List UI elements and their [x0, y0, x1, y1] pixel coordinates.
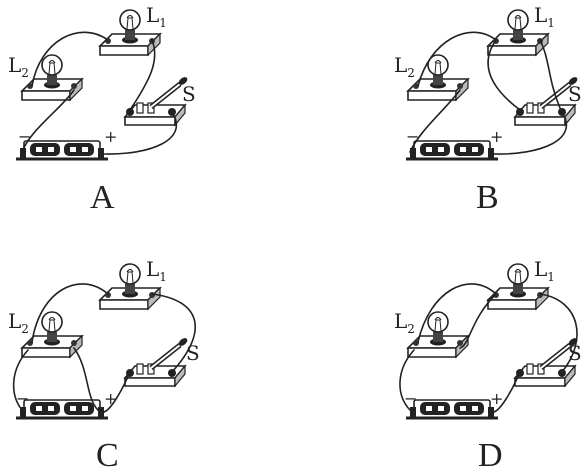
wire-a1 [31, 31, 109, 87]
label-minus-a: − [18, 127, 31, 146]
panel-a: L1 L2 S − + A [8, 3, 196, 216]
wire-b4 [409, 89, 461, 153]
label-l1-c: L1 [146, 257, 167, 284]
label-minus-b: − [406, 127, 419, 146]
label-s-a: S [182, 82, 196, 106]
battery-c [14, 398, 110, 421]
battery-d [404, 398, 500, 421]
switch-s-a [125, 76, 189, 125]
wire-c1 [31, 283, 109, 343]
switch-s-c [125, 337, 189, 386]
option-label-b: B [476, 179, 499, 216]
lamp-l2-a [21, 54, 83, 101]
wire-b2 [539, 39, 561, 109]
wire-b3 [487, 39, 521, 111]
label-l2-b: L2 [394, 53, 415, 80]
wire-c5 [103, 371, 131, 413]
label-l2-c: L2 [8, 309, 29, 336]
battery-b [404, 139, 500, 162]
panel-d: L1 L2 S − + D [394, 257, 582, 471]
option-label-c: C [96, 437, 119, 471]
label-s-b: S [568, 82, 582, 106]
label-s-c: S [186, 341, 200, 365]
label-l1-b: L1 [534, 3, 555, 30]
wire-d4 [399, 349, 415, 411]
lamp-l2-b [407, 54, 469, 101]
label-l2-a: L2 [8, 53, 29, 80]
lamp-l2-d [407, 311, 469, 358]
wire-c4 [73, 347, 101, 413]
wire-b5 [493, 111, 568, 155]
panel-b: L1 L2 S − + B [394, 3, 582, 216]
option-label-d: D [478, 437, 503, 471]
label-plus-b: + [490, 127, 503, 146]
wire-b1 [417, 31, 497, 87]
label-plus-a: + [104, 127, 117, 146]
label-l2-d: L2 [394, 309, 415, 336]
wire-c2 [151, 293, 197, 373]
wire-a3 [21, 89, 75, 153]
wire-d3 [459, 293, 497, 349]
label-minus-d: − [404, 389, 417, 408]
label-l1-d: L1 [534, 257, 555, 284]
label-s-d: S [568, 341, 582, 365]
label-plus-c: + [104, 389, 117, 408]
lamp-l2-c [21, 311, 83, 358]
wire-c3 [12, 349, 29, 411]
wire-d5 [493, 371, 521, 413]
label-l1-a: L1 [146, 3, 167, 30]
label-plus-d: + [490, 389, 503, 408]
label-minus-c: − [16, 389, 29, 408]
panel-c: L1 L2 S − + C [8, 257, 200, 471]
option-label-a: A [90, 179, 115, 216]
wire-d2 [539, 293, 578, 373]
wire-d1 [417, 283, 497, 343]
wire-a4 [103, 111, 178, 155]
wire-a2 [129, 39, 156, 111]
